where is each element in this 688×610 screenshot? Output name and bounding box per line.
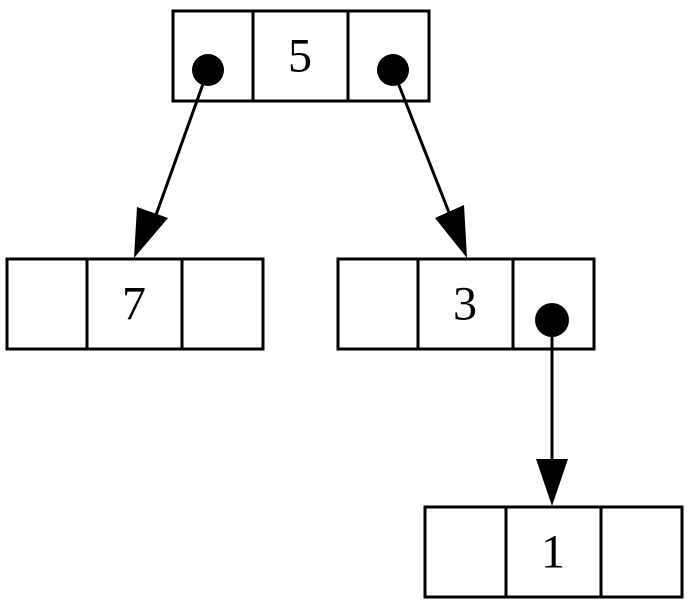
- left-pointer-cell: [336, 257, 420, 351]
- right-pointer-cell: [180, 257, 265, 351]
- value-cell: [85, 257, 184, 351]
- left-pointer-cell: [423, 505, 508, 599]
- tree-node-root: 5: [171, 9, 431, 103]
- arrowhead: [435, 205, 467, 258]
- right-pointer-cell: [599, 505, 684, 599]
- node-value: 5: [288, 30, 312, 83]
- tree-node-right-right: 1: [423, 505, 684, 599]
- edge-root-to-right: [391, 69, 467, 258]
- tree-node-left: 7: [5, 257, 265, 351]
- edge-line: [391, 69, 452, 216]
- left-pointer-cell: [5, 257, 89, 351]
- edge-right-to-right-right: [536, 320, 568, 506]
- tree-node-right: 3: [336, 257, 596, 351]
- value-cell: [251, 9, 350, 103]
- node-value: 1: [541, 526, 565, 579]
- arrowhead: [536, 459, 568, 506]
- node-value: 7: [122, 278, 146, 331]
- value-cell: [504, 505, 603, 599]
- node-value: 3: [453, 278, 477, 331]
- arrowhead: [134, 207, 168, 258]
- value-cell: [416, 257, 515, 351]
- edge-root-to-left: [134, 69, 210, 258]
- edge-line: [154, 69, 210, 216]
